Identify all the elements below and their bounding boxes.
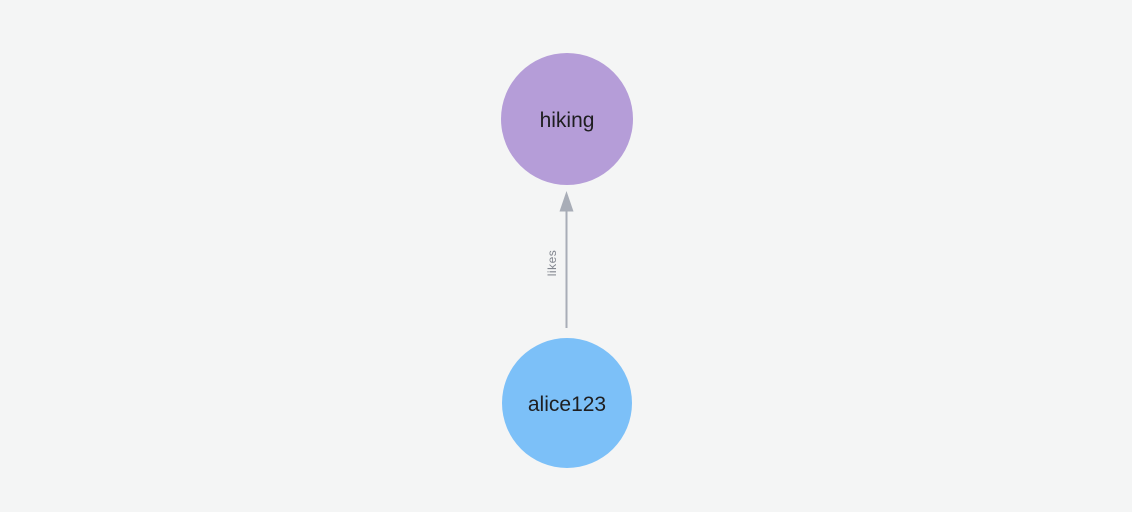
edge-likes[interactable]: likes xyxy=(545,191,574,328)
node-alice123-circle xyxy=(502,338,632,468)
node-hiking-circle xyxy=(501,53,633,185)
node-alice123[interactable]: alice123 xyxy=(502,338,632,468)
node-hiking[interactable]: hiking xyxy=(501,53,633,185)
edge-arrowhead-icon xyxy=(559,191,574,212)
node-hiking-label: hiking xyxy=(540,109,595,132)
edge-label: likes xyxy=(545,250,559,277)
node-alice123-label: alice123 xyxy=(528,393,606,416)
